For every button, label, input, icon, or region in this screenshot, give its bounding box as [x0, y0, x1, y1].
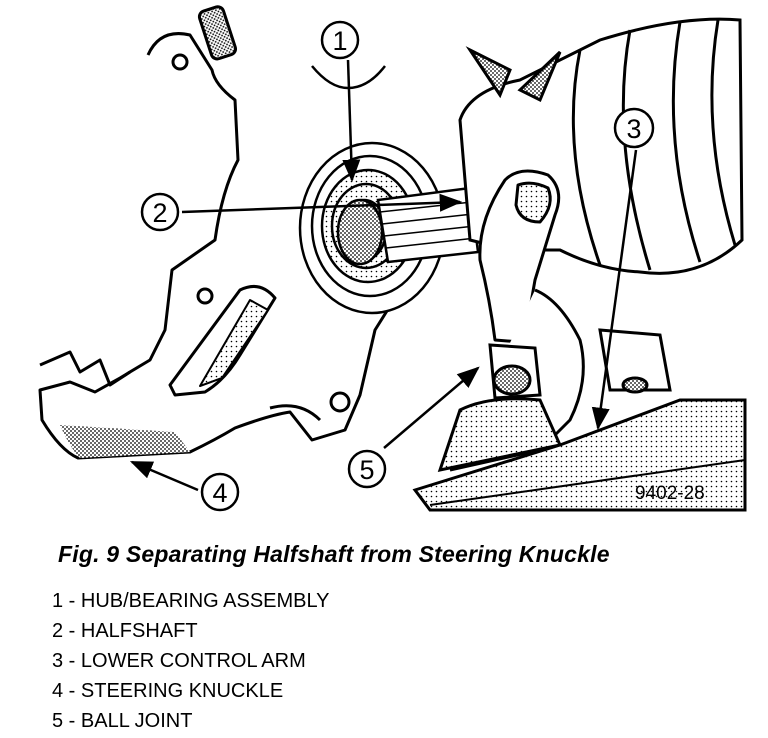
leader-2 — [181, 193, 463, 214]
callout-3-circle — [613, 107, 655, 149]
leader-4 — [129, 460, 199, 492]
callout-4: 4 — [200, 472, 240, 512]
callout-3: 3 — [613, 107, 655, 149]
figure-caption: Fig. 9 Separating Halfshaft from Steerin… — [58, 541, 610, 567]
halfshaft-drawing — [336, 186, 480, 266]
callout-2-label: 2 — [152, 198, 167, 228]
callout-2-circle — [140, 192, 180, 232]
halfshaft-separation-illustration: 1 2 3 4 5 9402-28 — [38, 5, 747, 512]
callout-1-circle — [320, 20, 360, 60]
legend-item-2: 2 - HALFSHAFT — [52, 620, 198, 642]
legend-list: 1 - HUB/BEARING ASSEMBLY 2 - HALFSHAFT 3… — [52, 586, 330, 736]
leader-3 — [591, 149, 638, 431]
callout-5-label: 5 — [359, 455, 374, 485]
callout-5: 5 — [347, 449, 387, 489]
legend-item-4: 4 - STEERING KNUCKLE — [52, 680, 284, 702]
steering-knuckle-drawing — [38, 5, 412, 460]
callout-5-circle — [347, 449, 387, 489]
callout-1-label: 1 — [332, 26, 347, 56]
ball-joint-drawing — [412, 328, 747, 512]
legend-item-3: 3 - LOWER CONTROL ARM — [52, 650, 306, 672]
hub-bearing-drawing — [298, 65, 446, 315]
legend-item-1: 1 - HUB/BEARING ASSEMBLY — [52, 590, 330, 612]
callout-2: 2 — [140, 192, 180, 232]
legend-item-5: 5 - BALL JOINT — [52, 710, 193, 732]
callout-4-label: 4 — [212, 478, 227, 508]
callout-3-label: 3 — [626, 114, 641, 144]
leader-5 — [383, 366, 480, 449]
leader-lines — [129, 59, 638, 492]
callout-4-circle — [200, 472, 240, 512]
leader-1 — [342, 59, 361, 183]
figure-code: 9402-28 — [635, 483, 705, 504]
callout-1: 1 — [320, 20, 360, 60]
